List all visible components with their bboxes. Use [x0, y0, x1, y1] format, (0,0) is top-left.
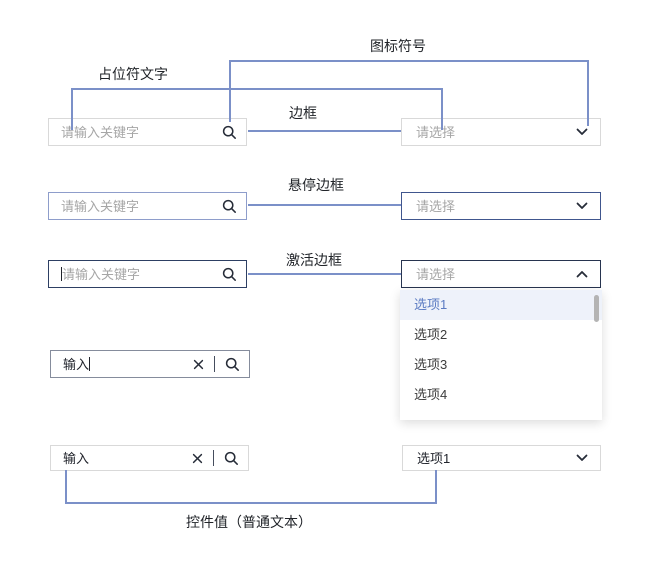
select-placeholder: 请选择 — [416, 198, 456, 214]
connector-icon-symbol-right — [587, 60, 589, 126]
clear-icon[interactable] — [193, 359, 204, 370]
select-with-value[interactable]: 选项1 — [402, 445, 601, 471]
connector-value-horizontal — [65, 502, 437, 504]
connector-placeholder-right — [441, 88, 443, 130]
connector-placeholder-left — [71, 88, 73, 130]
label-placeholder: 占位符文字 — [98, 66, 168, 82]
select-dropdown: 选项1 选项2 选项3 选项4 — [400, 290, 602, 420]
search-icon[interactable] — [222, 199, 237, 214]
search-input-hover[interactable]: 请输入关键字 — [48, 192, 247, 220]
select-placeholder: 请选择 — [416, 266, 456, 282]
text-caret — [61, 267, 62, 281]
search-input-with-value[interactable]: 输入 — [50, 445, 249, 471]
search-icon[interactable] — [222, 125, 237, 140]
select-value: 选项1 — [417, 450, 451, 466]
connector-value-right — [435, 470, 437, 504]
clear-icon[interactable] — [192, 453, 203, 464]
input-value: 输入 — [63, 450, 90, 466]
select-active[interactable]: 请选择 — [401, 260, 601, 288]
search-icon[interactable] — [222, 267, 237, 282]
connector-border — [248, 130, 401, 132]
label-hover-border: 悬停边框 — [288, 177, 344, 193]
input-placeholder: 请输入关键字 — [61, 124, 140, 140]
scrollbar-thumb[interactable] — [594, 295, 599, 322]
select-hover[interactable]: 请选择 — [401, 192, 601, 220]
dropdown-option-3[interactable]: 选项3 — [414, 357, 448, 372]
label-control-value: 控件值（普通文本） — [186, 514, 312, 530]
chevron-up-icon — [576, 270, 588, 278]
chevron-down-icon — [576, 454, 588, 462]
connector-hover-border — [248, 204, 401, 206]
icon-divider — [214, 356, 215, 372]
input-placeholder: 请输入关键字 — [61, 198, 140, 214]
search-icon[interactable] — [225, 357, 240, 372]
dropdown-option-4[interactable]: 选项4 — [414, 387, 448, 402]
icon-divider — [213, 450, 214, 466]
chevron-down-icon — [576, 202, 588, 210]
label-active-border: 激活边框 — [286, 252, 342, 268]
chevron-down-icon — [576, 128, 588, 136]
connector-placeholder-horizontal — [71, 88, 443, 90]
search-input-with-value-active[interactable]: 输入 — [50, 350, 250, 378]
dropdown-option-1[interactable]: 选项1 — [400, 290, 602, 320]
input-placeholder: 请输入关键字 — [62, 266, 141, 282]
search-input-active[interactable]: 请输入关键字 — [48, 260, 247, 288]
search-icon[interactable] — [224, 451, 239, 466]
input-value: 输入 — [63, 356, 90, 372]
select-normal[interactable]: 请选择 — [401, 118, 601, 146]
dropdown-option-2[interactable]: 选项2 — [414, 327, 448, 342]
text-caret — [89, 357, 91, 371]
connector-active-border — [248, 273, 401, 275]
label-icon-symbol: 图标符号 — [370, 38, 426, 54]
connector-value-left — [65, 470, 67, 504]
label-border: 边框 — [289, 105, 317, 121]
select-placeholder: 请选择 — [416, 124, 456, 140]
connector-icon-symbol-horizontal — [229, 60, 589, 62]
search-input-normal[interactable]: 请输入关键字 — [48, 118, 247, 146]
connector-icon-symbol-left — [229, 60, 231, 122]
